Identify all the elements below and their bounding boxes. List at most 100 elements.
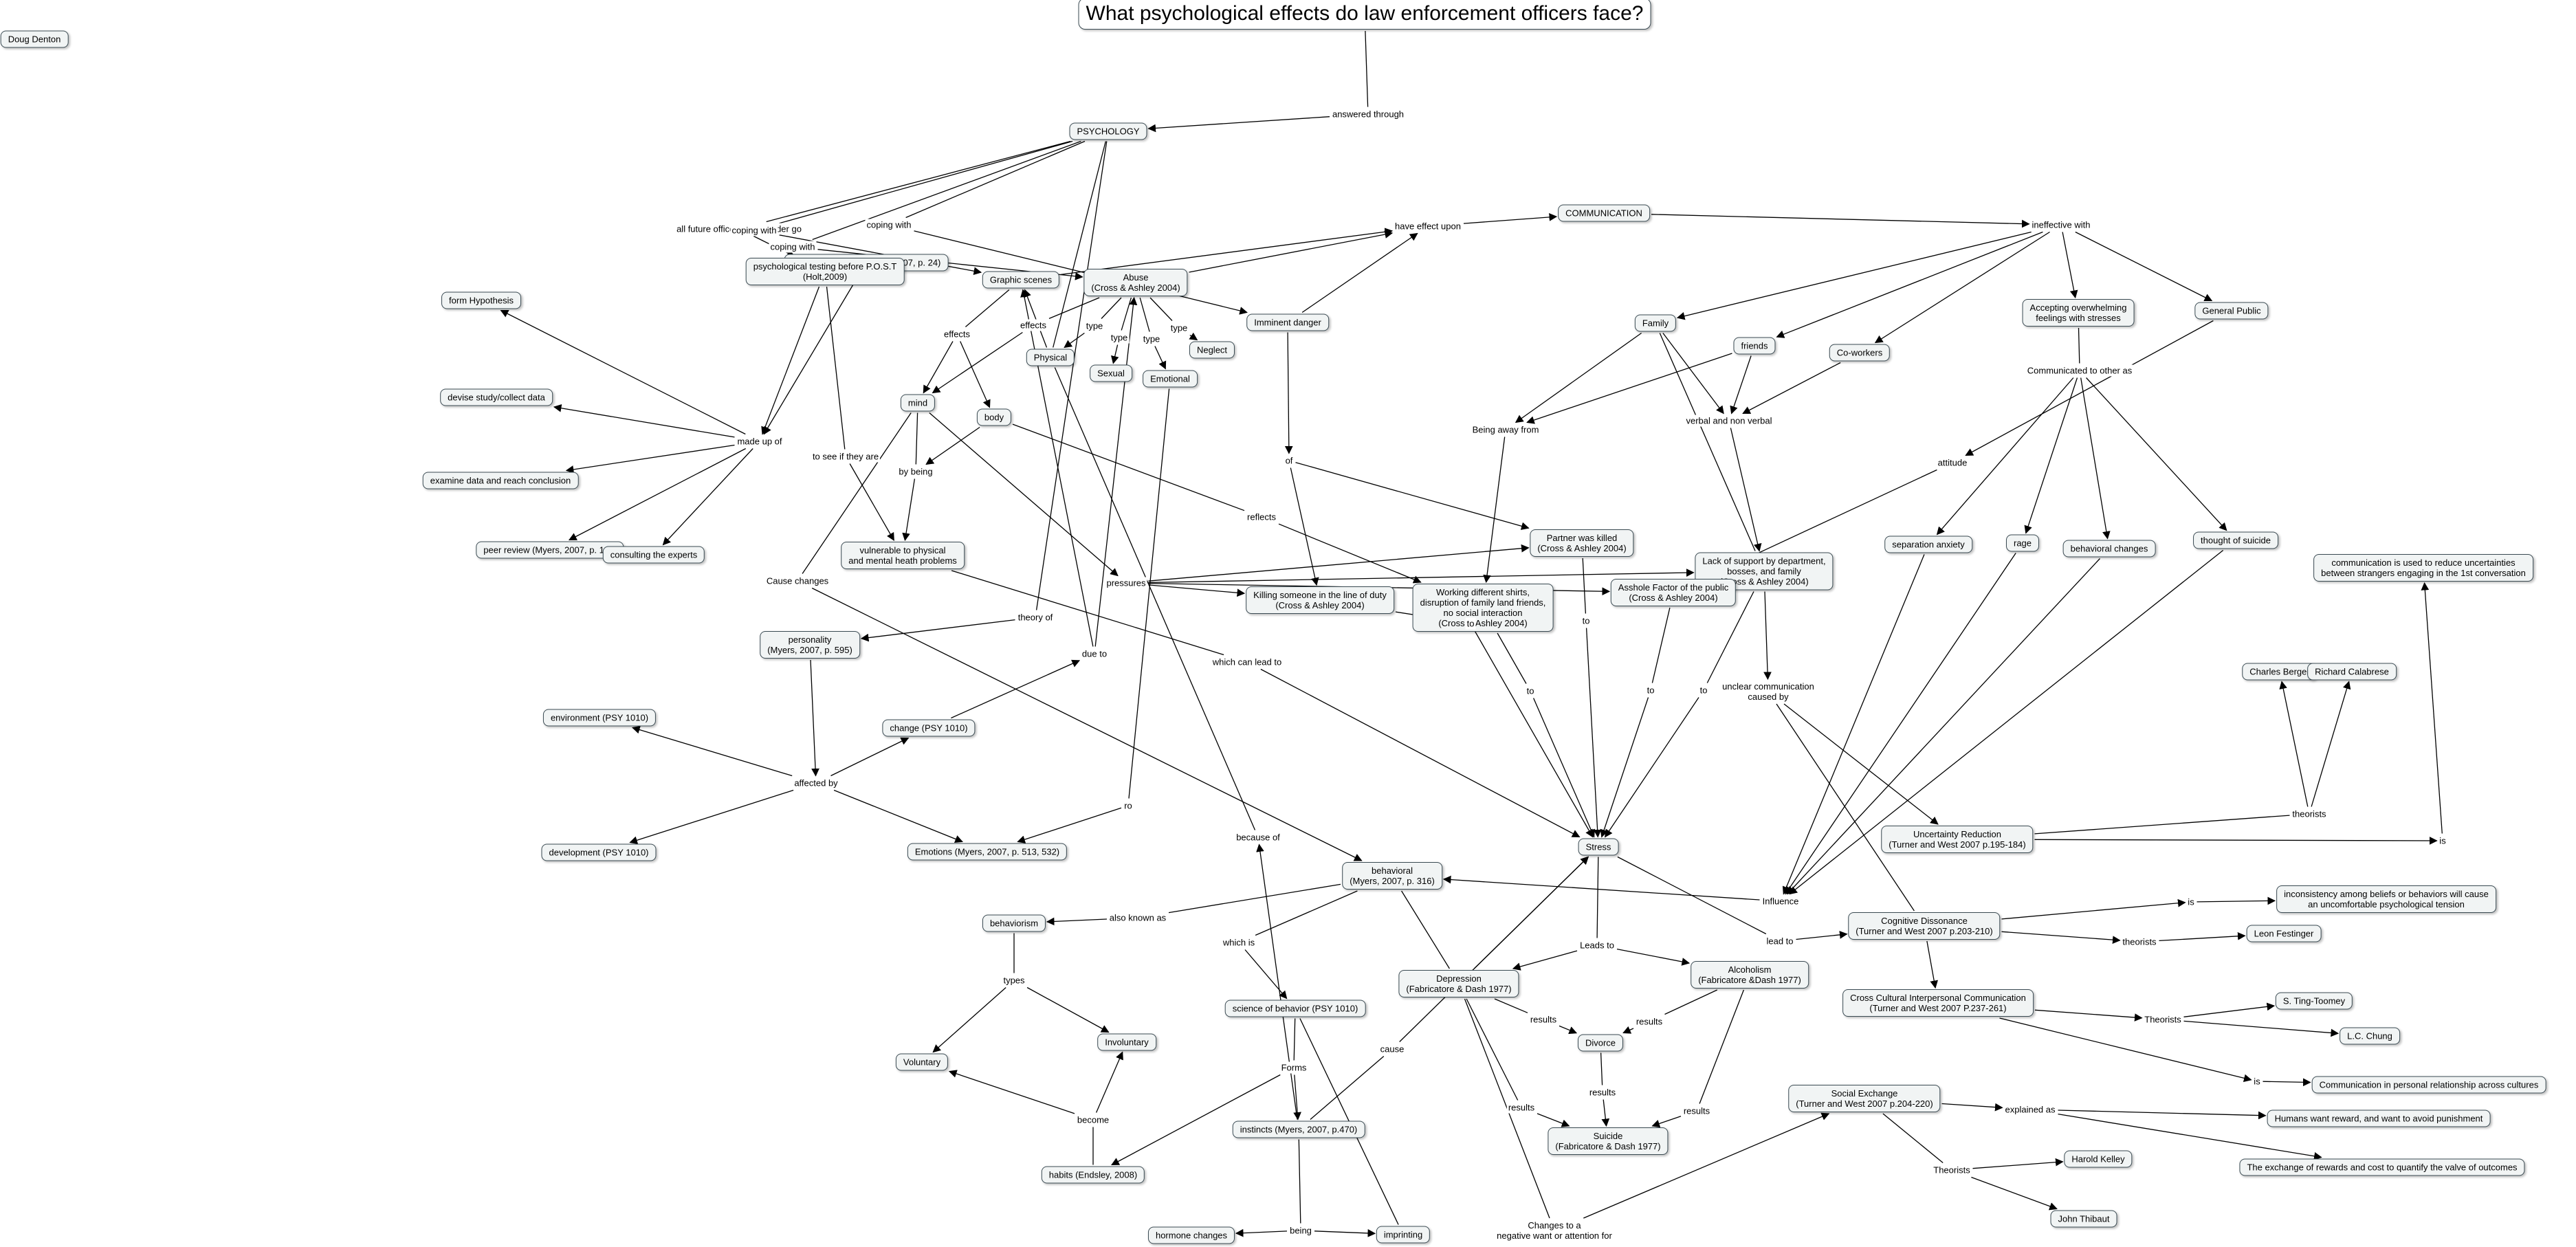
concept-alcoholism[interactable]: Alcoholism (Fabricatore &Dash 1977) [1691, 961, 1809, 989]
concept-crossCultural[interactable]: Cross Cultural Interpersonal Communicati… [1842, 989, 2034, 1017]
concept-development[interactable]: development (PSY 1010) [541, 843, 657, 861]
link-label-commOthers: Communicated to other as [2025, 364, 2134, 377]
concept-harold[interactable]: Harold Kelley [2064, 1150, 2133, 1168]
concept-accepting[interactable]: Accepting overwhelming feelings with str… [2022, 299, 2135, 327]
concept-coworkers[interactable]: Co-workers [1829, 344, 1891, 362]
concept-personality[interactable]: personality (Myers, 2007, p. 595) [760, 631, 860, 659]
connector-social-to-theorists4 [1882, 1113, 1944, 1164]
concept-commPersonal[interactable]: Communication in personal relationship a… [2311, 1076, 2546, 1094]
link-label-results3: results [1587, 1086, 1618, 1099]
concept-abuse[interactable]: Abuse (Cross & Ashley 2004) [1083, 269, 1188, 296]
concept-working[interactable]: Working different shirts, disruption of … [1412, 584, 1554, 632]
connector-commOthers-to-rage [2024, 377, 2078, 534]
connector-commOthers-to-separation [1936, 377, 2074, 536]
concept-formHyp[interactable]: form Hypothesis [441, 291, 521, 309]
concept-psych[interactable]: PSYCHOLOGY [1069, 122, 1147, 140]
concept-neglect[interactable]: Neglect [1189, 341, 1235, 359]
concept-stress[interactable]: Stress [1578, 838, 1619, 856]
concept-lc[interactable]: L.C. Chung [2340, 1027, 2400, 1045]
connector-family-to-beingaway [1515, 332, 1642, 423]
connector-type2-to-sexual [1110, 344, 1119, 364]
concept-uncertainty[interactable]: Uncertainty Reduction (Turner and West 2… [1881, 826, 2034, 853]
concept-john[interactable]: John Thibaut [2050, 1210, 2117, 1228]
concept-examine[interactable]: examine data and reach conclusion [422, 472, 579, 489]
concept-involuntary[interactable]: Involuntary [1097, 1033, 1156, 1051]
concept-imminent[interactable]: Imminent danger [1246, 313, 1329, 331]
concept-asshole[interactable]: Asshole Factor of the public (Cross & As… [1610, 579, 1737, 606]
connector-behavioral-to-depression [1401, 890, 1450, 969]
concept-suicide[interactable]: Suicide (Fabricatore & Dash 1977) [1548, 1127, 1669, 1155]
concept-instincts[interactable]: instincts (Myers, 2007, p.470) [1232, 1121, 1365, 1138]
concept-general[interactable]: General Public [2194, 302, 2269, 320]
concept-consulting[interactable]: consulting the experts [602, 546, 705, 564]
link-label-is1: is [2438, 835, 2447, 847]
concept-hormone[interactable]: hormone changes [1147, 1226, 1235, 1244]
connector-haveeffect-to-comm [1463, 213, 1558, 224]
concept-body[interactable]: body [976, 408, 1012, 426]
concept-emotions[interactable]: Emotions (Myers, 2007, p. 513, 532) [907, 843, 1068, 861]
connector-separation-to-influence [1782, 554, 1925, 895]
link-label-type2: type [1109, 331, 1130, 344]
concept-richard[interactable]: Richard Calabrese [2307, 663, 2397, 681]
connector-personality-to-affectedby [810, 659, 819, 777]
connector-to3-to-stress [1600, 697, 1649, 838]
concept-behaviorism[interactable]: behaviorism [982, 914, 1046, 932]
connector-cause-to-stress [1399, 856, 1589, 1042]
concept-social[interactable]: Social Exchange (Turner and West 2007 p.… [1788, 1085, 1941, 1112]
concept-mind[interactable]: mind [900, 394, 936, 412]
concept-physical[interactable]: Physical [1026, 349, 1075, 366]
concept-habits[interactable]: habits (Endsley, 2008) [1041, 1166, 1145, 1184]
connector-effects2-to-mind [932, 331, 1023, 394]
concept-graphic[interactable]: Graphic scenes [982, 271, 1060, 289]
connector-pressures-to-partner [1148, 544, 1530, 582]
concept-charles[interactable]: Charles Berger [2242, 663, 2318, 681]
concept-friends[interactable]: friends [1733, 337, 1776, 355]
connector-psychTest-to-toseeif [826, 286, 846, 450]
connector-of-to-partner [1295, 462, 1530, 530]
connector-toseeif-to-vulnerable [849, 463, 894, 542]
concept-cognitive[interactable]: Cognitive Dissonance (Turner and West 20… [1848, 912, 2001, 940]
connector-type3-to-emotional [1154, 346, 1167, 370]
concept-exchange[interactable]: The exchange of rewards and cost to quan… [2239, 1158, 2525, 1176]
link-label-effects1: effects [942, 328, 972, 340]
concept-partner[interactable]: Partner was killed (Cross & Ashley 2004) [1530, 529, 1634, 557]
concept-behavioral[interactable]: behavioral (Myers, 2007, p. 316) [1342, 862, 1442, 890]
concept-environment[interactable]: environment (PSY 1010) [542, 709, 657, 727]
concept-psychTest[interactable]: psychological testing before P.O.S.T (Ho… [745, 258, 905, 285]
concept-imprinting[interactable]: imprinting [1376, 1226, 1431, 1244]
concept-title[interactable]: What psychological effects do law enforc… [1078, 0, 1651, 30]
connector-abuse-to-type4 [1149, 297, 1173, 321]
concept-separation[interactable]: separation anxiety [1884, 536, 1972, 553]
link-label-effects2: effects [1018, 319, 1048, 331]
link-label-affectedby: affected by [793, 777, 839, 789]
concept-commReduce[interactable]: communication is used to reduce uncertai… [2313, 554, 2533, 582]
concept-comm[interactable]: COMMUNICATION [1558, 204, 1650, 222]
concept-rage[interactable]: rage [2005, 534, 2040, 552]
link-label-influence: Influence [1761, 895, 1801, 907]
concept-voluntary[interactable]: Voluntary [895, 1053, 949, 1071]
concept-humans[interactable]: Humans want reward, and want to avoid pu… [2267, 1110, 2491, 1127]
concept-vulnerable[interactable]: vulnerable to physical and mental heath … [841, 542, 965, 569]
concept-doug[interactable]: Doug Denton [0, 30, 69, 48]
concept-family[interactable]: Family [1634, 314, 1677, 332]
concept-science[interactable]: science of behavior (PSY 1010) [1224, 1000, 1366, 1017]
connector-ineff-to-coworkers [1874, 231, 2050, 344]
concept-suicideThought[interactable]: thought of suicide [2193, 531, 2278, 549]
concept-devise[interactable]: devise study/collect data [440, 388, 553, 406]
concept-depression[interactable]: Depression (Fabricatore & Dash 1977) [1398, 970, 1519, 997]
link-label-to3: to [1645, 684, 1656, 696]
connector-madeup-to-devise [553, 404, 735, 438]
connector-madeup-to-peer [568, 448, 746, 541]
concept-divorce[interactable]: Divorce [1577, 1034, 1624, 1052]
concept-change[interactable]: change (PSY 1010) [882, 719, 976, 737]
concept-ting[interactable]: S. Ting-Toomey [2275, 992, 2353, 1010]
concept-inconsistency[interactable]: inconsistency among beliefs or behaviors… [2276, 885, 2496, 913]
concept-leon[interactable]: Leon Festinger [2246, 925, 2322, 942]
connector-theorists2-to-leon [2159, 931, 2246, 942]
concept-sexual[interactable]: Sexual [1090, 364, 1132, 382]
concept-killing[interactable]: Killing someone in the line of duty (Cro… [1246, 586, 1394, 614]
concept-emotional[interactable]: Emotional [1143, 370, 1198, 388]
concept-behavChanges[interactable]: behavioral changes [2062, 540, 2156, 558]
concept-peer[interactable]: peer review (Myers, 2007, p. 117) [476, 541, 624, 559]
